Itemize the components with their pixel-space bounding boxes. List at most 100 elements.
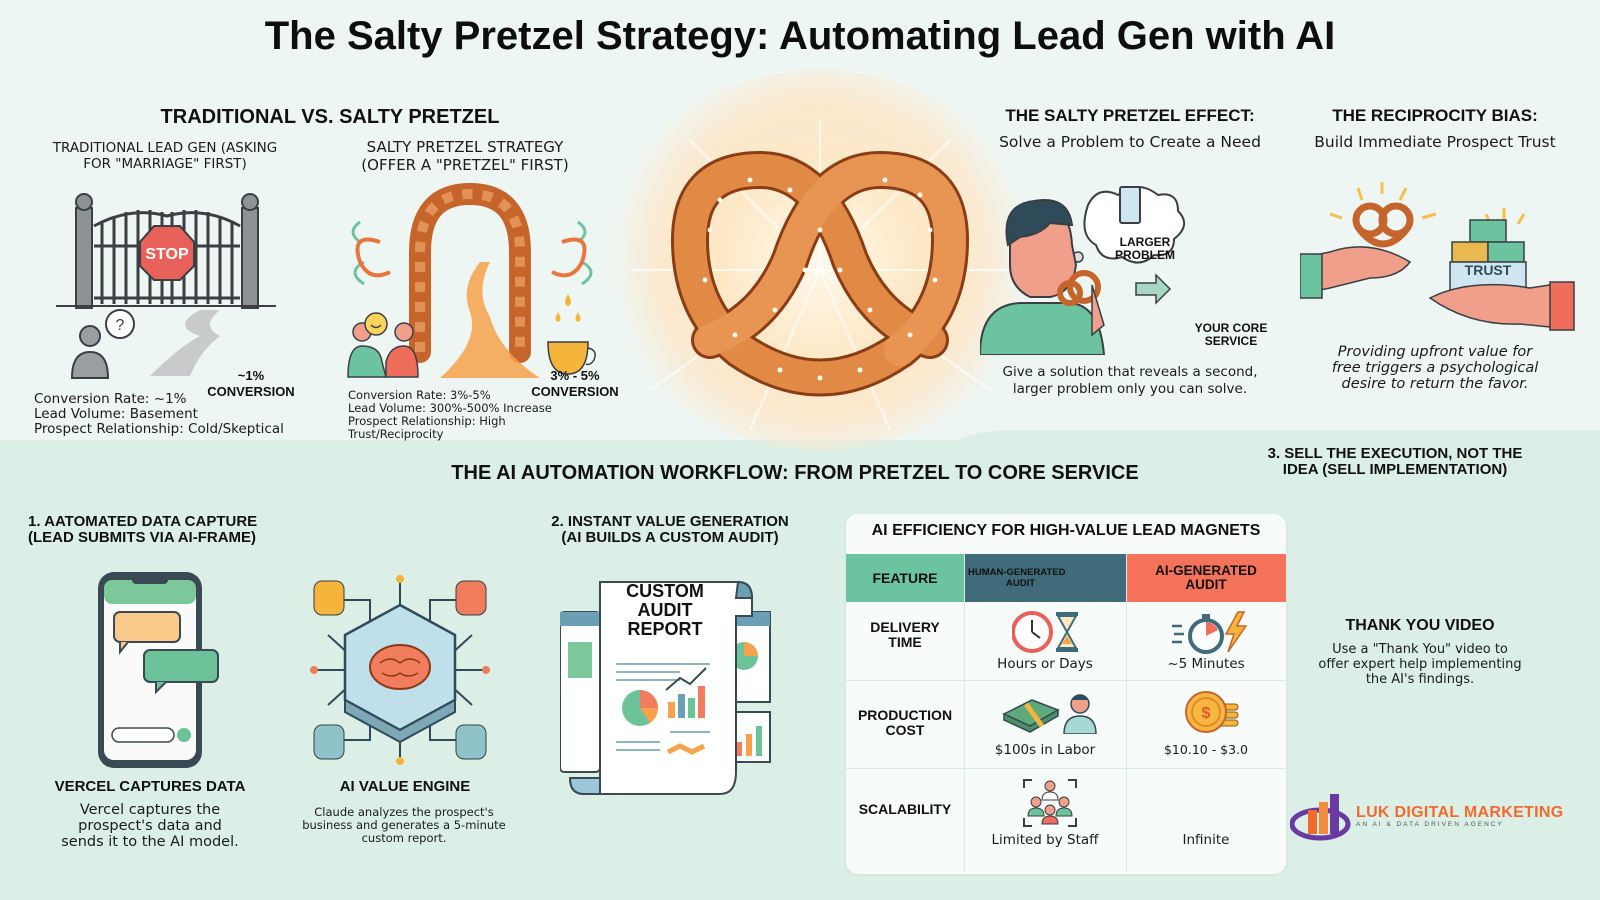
effect-caption-line2: larger problem only you can solve.	[1012, 381, 1248, 397]
stopwatch-lightning-icon	[1172, 610, 1252, 654]
delivery-time-ai: ~5 Minutes	[1167, 656, 1245, 672]
delivery-label-line2: TIME	[888, 634, 922, 650]
phone-chat-icon	[96, 570, 226, 770]
feature-header-label: FEATURE	[872, 570, 938, 586]
logo-tagline: AN AI & DATA DRIVEN AGENCY	[1356, 821, 1504, 828]
cash-worker-icon	[1002, 690, 1102, 734]
section-divider-curve	[930, 430, 1600, 470]
vercel-card-title: VERCEL CAPTURES DATA	[54, 778, 246, 795]
pretzel-strategy-label: SALTY PRETZEL STRATEGY (OFFER A "PRETZEL…	[340, 138, 590, 174]
table-column-divider	[1126, 554, 1127, 872]
vercel-description-line1: Vercel captures the	[79, 802, 221, 818]
traditional-stat-volume: Lead Volume: Basement	[34, 406, 198, 422]
ai-efficiency-table: AI EFFICIENCY FOR HIGH-VALUE LEAD MAGNET…	[846, 514, 1286, 874]
pretzel-arch-illustration	[340, 182, 610, 382]
effect-heading: THE SALTY PRETZEL EFFECT:	[1005, 106, 1255, 125]
traditional-stat-relationship: Prospect Relationship: Cold/Skeptical	[34, 421, 284, 437]
traditional-stats: Conversion Rate: ~1% Lead Volume: Baseme…	[34, 392, 284, 437]
coins-icon: $	[1182, 690, 1242, 734]
report-title-line2: AUDIT	[637, 600, 693, 620]
reciprocity-caption: Providing upfront value for free trigger…	[1290, 344, 1580, 392]
ai-header-line1: AI-GENERATED	[1155, 563, 1257, 578]
trust-block-label: TRUST	[1464, 262, 1512, 278]
pretzel-stat-volume: Lead Volume: 300%-500% Increase	[348, 401, 552, 415]
ai-engine-description-line1: Claude analyzes the prospect's	[314, 805, 494, 819]
clock-hourglass-icon	[1012, 610, 1082, 654]
ai-engine-card-description: Claude analyzes the prospect's business …	[282, 806, 526, 845]
hero-pretzel-icon	[630, 120, 1010, 440]
ai-engine-card-title: AI VALUE ENGINE	[339, 778, 471, 795]
reciprocity-caption-line1: Providing upfront value for	[1337, 344, 1533, 360]
delivery-time-human: Hours or Days	[997, 656, 1093, 672]
effect-caption: Give a solution that reveals a second, l…	[980, 364, 1280, 398]
video-description-line1: Use a "Thank You" video to	[1332, 642, 1508, 657]
scalability-label: SCALABILITY	[858, 801, 952, 817]
pretzel-label-line2: (OFFER A "PRETZEL" FIRST)	[361, 156, 569, 174]
production-cost-human: $100s in Labor	[994, 742, 1096, 758]
pretzel-stat-conversion: Conversion Rate: 3%-5%	[348, 388, 491, 402]
scalability-human: Limited by Staff	[991, 832, 1099, 848]
reciprocity-heading: THE RECIPROCITY BIAS:	[1332, 106, 1538, 125]
workflow-heading: THE AI AUTOMATION WORKFLOW: FROM PRETZEL…	[451, 462, 1139, 484]
cost-label-line2: COST	[885, 722, 925, 738]
locked-gate-illustration: STOP ?	[50, 186, 290, 386]
comparison-heading: TRADITIONAL VS. SALTY PRETZEL	[160, 106, 500, 128]
ai-engine-description-line2: business and generates a 5-minute	[302, 818, 506, 832]
thank-you-video-description: Use a "Thank You" video to offer expert …	[1300, 642, 1540, 687]
step1-heading-line2: (LEAD SUBMITS VIA AI-FRAME)	[28, 529, 257, 546]
effect-subheading: Solve a Problem to Create a Need	[999, 133, 1261, 151]
vercel-description-line2: prospect's data and	[78, 818, 222, 834]
traditional-label-line2: FOR "MARRIAGE" FIRST)	[83, 156, 247, 172]
step2-heading-line1: 2. INSTANT VALUE GENERATION	[551, 513, 789, 530]
pretzel-trust-exchange-illustration	[1300, 178, 1580, 338]
step2-heading: 2. INSTANT VALUE GENERATION (AI BUILDS A…	[540, 514, 800, 546]
reciprocity-caption-line2: free triggers a psychological	[1331, 360, 1539, 376]
cost-label-line1: PRODUCTION	[857, 707, 953, 723]
table-header-ai: AI-GENERATED AUDIT	[1126, 554, 1286, 602]
pretzel-stats: Conversion Rate: 3%-5% Lead Volume: 300%…	[348, 389, 552, 441]
pretzel-conversion-label: CONVERSION	[531, 384, 619, 399]
core-service-label: YOUR CORE SERVICE	[1186, 322, 1276, 348]
traditional-label-line1: TRADITIONAL LEAD GEN (ASKING	[52, 140, 278, 156]
ai-brain-network-icon	[310, 575, 490, 765]
table-row-production-cost-label: PRODUCTION COST	[846, 708, 964, 738]
table-row-delivery-time-label: DELIVERY TIME	[846, 620, 964, 650]
ai-header-line2: AUDIT	[1185, 577, 1227, 592]
vercel-description-line3: sends it to the AI model.	[61, 834, 239, 850]
reciprocity-caption-line3: desire to return the favor.	[1341, 376, 1529, 392]
logo-bars-icon	[1290, 794, 1351, 841]
report-title-line3: REPORT	[627, 619, 703, 639]
table-column-divider	[964, 554, 965, 872]
logo-name: LUK DIGITAL MARKETING	[1356, 804, 1564, 821]
custom-audit-report-icon	[560, 572, 780, 802]
step3-heading-line1: 3. SELL THE EXECUTION, NOT THE	[1267, 445, 1523, 462]
report-title-line1: CUSTOM	[626, 581, 704, 601]
core-service-line2: SERVICE	[1204, 334, 1258, 348]
step3-heading-line2: IDEA (SELL IMPLEMENTATION)	[1282, 461, 1508, 478]
svg-text:$: $	[1202, 705, 1211, 722]
video-description-line3: the AI's findings.	[1365, 672, 1475, 687]
traditional-conversion-value: ~1%	[237, 368, 265, 383]
step2-heading-line2: (AI BUILDS A CUSTOM AUDIT)	[561, 529, 779, 546]
team-icon	[1022, 778, 1078, 828]
thank-you-video-title: THANK YOU VIDEO	[1345, 617, 1495, 634]
step3-heading: 3. SELL THE EXECUTION, NOT THE IDEA (SEL…	[1250, 446, 1540, 478]
svg-text:?: ?	[116, 317, 125, 334]
production-cost-ai: $10.10 - $3.0	[1163, 742, 1249, 757]
larger-problem-line2: PROBLEM	[1115, 248, 1175, 262]
pretzel-stat-relationship: Prospect Relationship: High	[348, 414, 506, 428]
traditional-conversion-label: CONVERSION	[207, 384, 295, 399]
table-row-divider	[846, 768, 1286, 769]
effect-caption-line1: Give a solution that reveals a second,	[1002, 364, 1258, 380]
pretzel-label-line1: SALTY PRETZEL STRATEGY	[366, 138, 564, 156]
table-header-feature: FEATURE	[846, 554, 964, 602]
table-header-human: HUMAN-GENERATED AUDIT	[964, 554, 1126, 602]
pretzel-conversion-badge: 3% - 5% CONVERSION	[530, 368, 620, 400]
luk-digital-marketing-logo[interactable]: LUK DIGITAL MARKETING AN AI & DATA DRIVE…	[1290, 790, 1563, 842]
custom-audit-report-title: CUSTOM AUDIT REPORT	[600, 582, 730, 639]
core-service-line1: YOUR CORE	[1194, 321, 1268, 335]
pretzel-stat-relationship-cont: Trust/Reciprocity	[348, 427, 444, 441]
reciprocity-subheading: Build Immediate Prospect Trust	[1314, 133, 1556, 151]
human-header-line2: AUDIT	[1006, 578, 1036, 589]
table-row-divider	[846, 680, 1286, 681]
